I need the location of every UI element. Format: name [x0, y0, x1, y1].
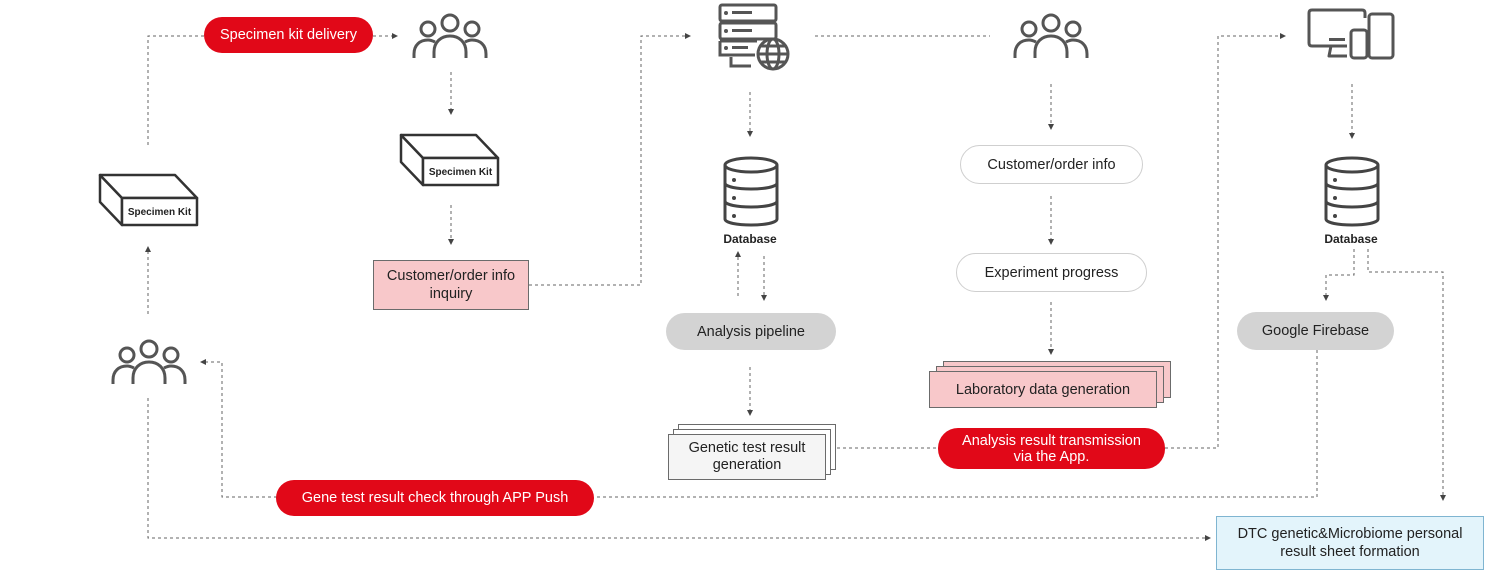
google-firebase-pill: Google Firebase [1237, 312, 1394, 350]
users-icon [412, 13, 488, 58]
gene-test-result-push-label: Gene test result check through APP Push [301, 490, 569, 506]
gene-test-result-push-pill: Gene test result check through APP Push [276, 480, 594, 516]
dtc-result-sheet-box: DTC genetic&Microbiome personal result s… [1216, 516, 1484, 570]
analysis-result-transmission-line1: Analysis result transmission [962, 432, 1141, 449]
analysis-result-transmission-pill: Analysis result transmission via the App… [938, 428, 1165, 469]
analysis-pipeline-pill: Analysis pipeline [666, 313, 836, 350]
database-label-2: Database [1324, 232, 1378, 246]
genetic-test-result-line2: generation [712, 457, 782, 473]
database-label: Database [723, 232, 777, 246]
devices-icon [1307, 8, 1395, 60]
customer-order-inquiry-line1: Customer/order info [386, 268, 516, 284]
dtc-result-line2: result sheet formation [1280, 544, 1420, 560]
analysis-pipeline-label: Analysis pipeline [696, 323, 805, 340]
arrow-push-to-users [200, 359, 277, 498]
customer-order-inquiry-line2: inquiry [429, 286, 473, 302]
customer-users-icon [111, 339, 187, 384]
specimen-kit-delivery-pill: Specimen kit delivery [204, 17, 373, 53]
customer-order-inquiry-box: Customer/order info inquiry [373, 260, 529, 310]
arrow-inquiry-to-server [529, 33, 691, 286]
specimen-kit-delivery-label: Specimen kit delivery [220, 27, 357, 43]
arrow-database-to-dtc [1367, 249, 1446, 501]
laboratory-data-generation-box: Laboratory data generation [929, 371, 1157, 408]
specimen-kit-box-icon-2: Specimen Kit [399, 130, 501, 188]
specimen-kit-label-2: Specimen Kit [428, 167, 493, 178]
server-globe-icon [718, 3, 790, 71]
arrow-firebase-to-push [594, 350, 1318, 498]
customer-order-info-label: Customer/order info [987, 156, 1116, 173]
laboratory-data-generation-label: Laboratory data generation [955, 381, 1131, 398]
experiment-progress-label: Experiment progress [984, 264, 1119, 281]
arrow-users-to-dtc [147, 398, 1211, 541]
lab-users-icon [1013, 13, 1089, 58]
google-firebase-label: Google Firebase [1261, 323, 1370, 339]
genetic-test-result-box: Genetic test result generation [668, 434, 826, 480]
analysis-result-transmission-line2: via the App. [1013, 448, 1090, 465]
genetic-test-result-line1: Genetic test result [688, 440, 806, 456]
arrow-kit-to-delivery [147, 35, 205, 145]
arrow-transmission-to-devices [1165, 33, 1286, 449]
customer-order-info-pill: Customer/order info [960, 145, 1143, 184]
database-icon [723, 156, 779, 227]
dtc-result-line1: DTC genetic&Microbiome personal [1237, 526, 1463, 542]
database-icon-2 [1324, 156, 1380, 227]
specimen-kit-label: Specimen Kit [127, 207, 192, 218]
arrow-database-to-firebase [1323, 249, 1355, 301]
experiment-progress-pill: Experiment progress [956, 253, 1147, 292]
specimen-kit-box-icon: Specimen Kit [98, 170, 200, 228]
